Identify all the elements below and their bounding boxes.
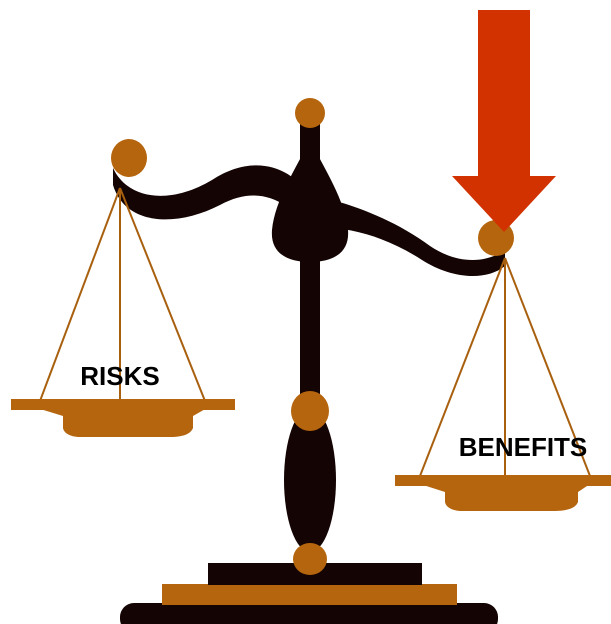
scale-base (120, 563, 498, 624)
left-pan (11, 399, 235, 437)
beam-left-knob (111, 139, 147, 177)
column-knob-lower (293, 543, 327, 575)
right-string-outer-left (419, 257, 506, 477)
right-pan-rim (395, 475, 611, 486)
column-knob-middle (291, 391, 329, 431)
base-middle-slab (162, 584, 457, 605)
left-pan-bowl (37, 408, 207, 437)
left-string-outer-left (39, 187, 121, 402)
left-pan-strings (39, 187, 206, 402)
right-pan-strings (419, 257, 591, 477)
right-pan-bowl (420, 484, 590, 511)
right-string-outer-right (504, 257, 591, 477)
balance-beam (113, 165, 505, 277)
right-pan (395, 475, 611, 511)
left-string-outer-right (119, 187, 206, 402)
left-pan-rim (11, 399, 235, 410)
base-bottom-slab (120, 603, 498, 624)
down-arrow-icon (452, 10, 556, 232)
benefits-label: BENEFITS (459, 432, 588, 462)
column-bulb (284, 408, 336, 552)
column-top-finial (295, 98, 325, 128)
scale-column (271, 98, 349, 575)
risks-label: RISKS (80, 361, 159, 391)
